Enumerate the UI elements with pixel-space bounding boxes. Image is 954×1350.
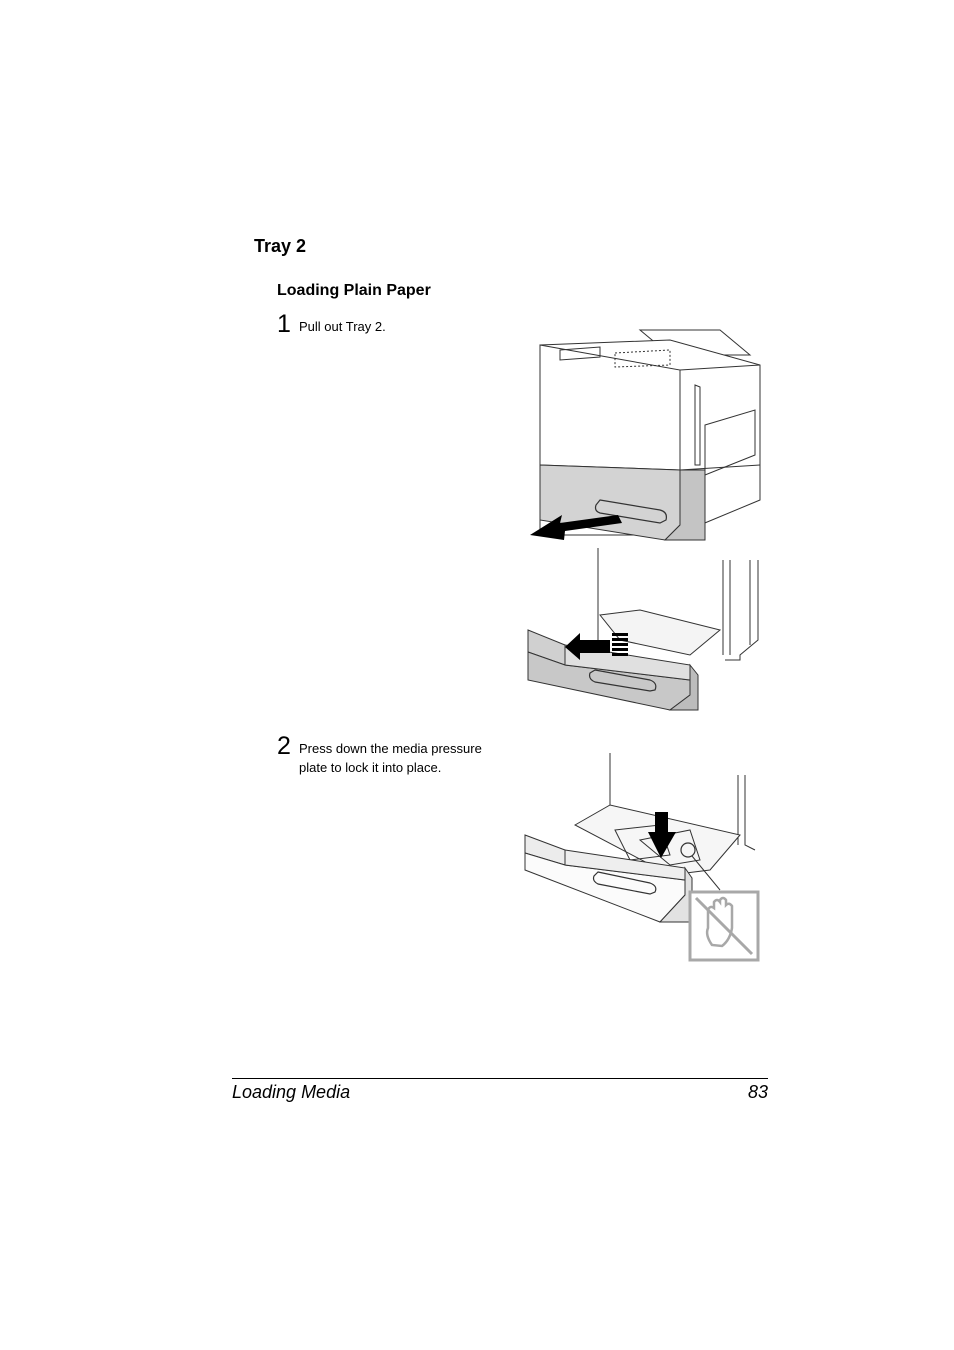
section-title: Tray 2 — [254, 236, 307, 256]
step-2-number: 2 — [277, 732, 291, 760]
footer-rule — [232, 1078, 768, 1079]
press-plate-illustration — [524, 753, 760, 962]
printer-tray-closed-illustration — [530, 329, 761, 541]
step-1-number: 1 — [277, 310, 291, 338]
subsection-title: Loading Plain Paper — [277, 282, 431, 299]
step-2-text-line-2: plate to lock it into place. — [299, 760, 442, 775]
tray-pulled-out-illustration — [527, 548, 759, 711]
footer-chapter-title: Loading Media — [232, 1082, 351, 1102]
step-1-text: Pull out Tray 2. — [299, 319, 386, 334]
footer-page-number: 83 — [747, 1082, 768, 1102]
no-touch-warning-icon — [688, 890, 760, 962]
step-2-text-line-1: Press down the media pressure — [299, 741, 482, 756]
